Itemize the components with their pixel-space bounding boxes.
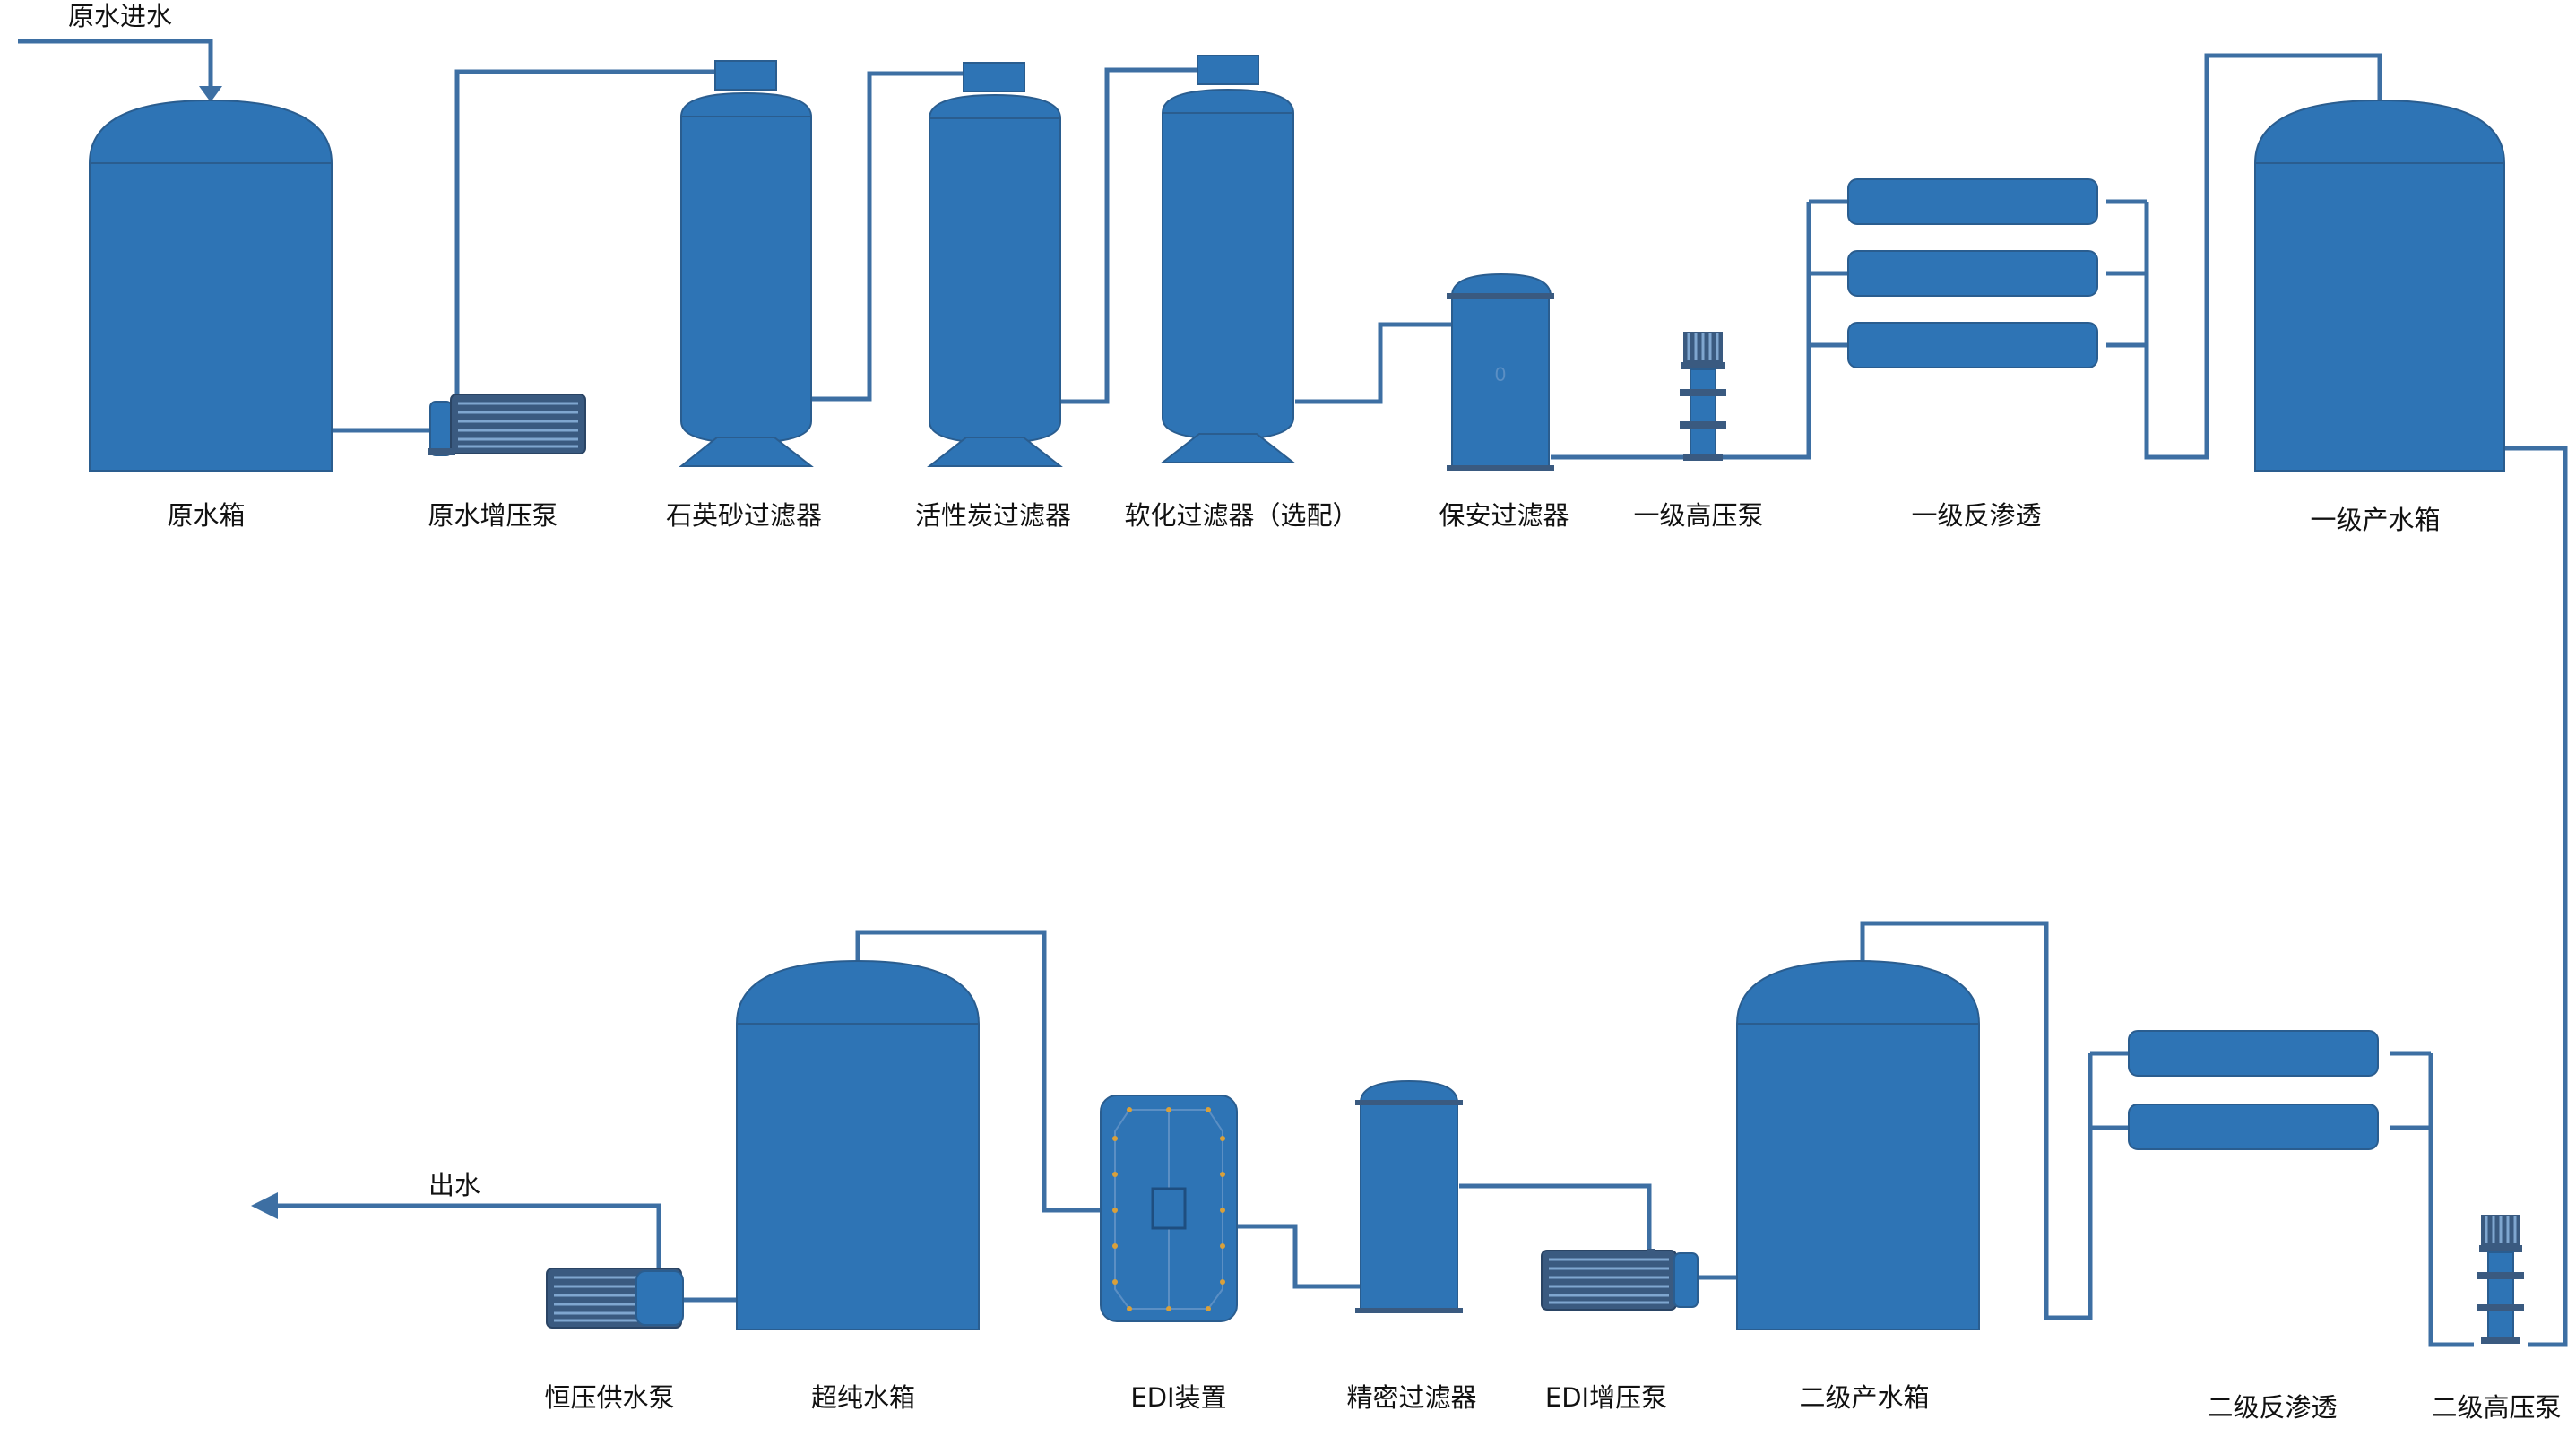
edi-pump-label: EDI增压泵 [1544,1382,1668,1413]
edi-label: EDI装置 [1130,1382,1227,1413]
hp-pump-2-label: 二级高压泵 [2431,1392,2562,1423]
raw-water-pump [428,393,587,456]
pipe-softener-security [1295,322,1461,404]
primary-high-pressure-pump [1678,330,1728,463]
inlet-arrow-icon [199,86,222,102]
outlet-label: 出水 [428,1170,481,1200]
hp-pump-1-label: 一级高压泵 [1633,500,1764,531]
sand-filter-label: 石英砂过滤器 [665,500,823,531]
inlet-label: 原水进水 [68,1,173,31]
ro-1-label: 一级反渗透 [1911,500,2042,531]
primary-ro-membranes [1847,178,2098,368]
primary-product-tank [2254,99,2505,472]
pipe-ro2-tank2 [1860,921,2093,1320]
inlet-pipe [18,39,213,90]
pipe-carbon-softener [1060,67,1201,404]
raw-tank-label: 原水箱 [167,500,246,531]
raw-water-tank [89,99,333,472]
precision-filter [1355,1079,1463,1313]
raw-pump-label: 原水增压泵 [428,500,558,531]
tank-1-label: 一级产水箱 [2310,505,2441,535]
pipe-ro1-tank1 [2144,53,2382,460]
outlet-arrow-icon [251,1192,278,1219]
softener-label: 软化过滤器（选配） [1124,500,1359,531]
softening-filter [1160,55,1296,463]
edi-booster-pump [1540,1249,1699,1311]
security-filter: 0 [1447,273,1554,471]
pipe-hp1-ro1 [1721,202,1811,460]
pipe-edipump-precision [1459,1183,1652,1251]
ro-2-label: 二级反渗透 [2207,1392,2338,1423]
carbon-filter-label: 活性炭过滤器 [914,500,1072,531]
pipe-tank1-hp2 [2505,446,2568,1347]
pipe-edi-ultrapure [855,930,1101,1213]
precision-filter-label: 精密过滤器 [1346,1382,1477,1413]
activated-carbon-filter [927,62,1063,467]
ultrapure-water-tank [736,959,980,1330]
ultrapure-tank-label: 超纯水箱 [810,1382,916,1413]
quartz-sand-filter [679,60,814,467]
pipe-sand-carbon [811,71,970,402]
supply-pump-label: 恒压供水泵 [544,1382,675,1413]
edi-unit [1100,1095,1238,1322]
security-filter-label: 保安过滤器 [1439,500,1569,531]
pipe-hp2-ro2 [2428,1053,2474,1347]
secondary-high-pressure-pump [2476,1213,2526,1346]
pipe-pump-sand [454,69,722,394]
constant-pressure-supply-pump [545,1267,684,1329]
secondary-product-tank [1736,959,1980,1330]
pipe-precision-edi [1237,1224,1367,1289]
outlet-pipe [264,1203,661,1273]
svg-text:0: 0 [1495,363,1506,385]
tank-2-label: 二级产水箱 [1799,1382,1930,1413]
secondary-ro-membranes [2128,1030,2379,1150]
